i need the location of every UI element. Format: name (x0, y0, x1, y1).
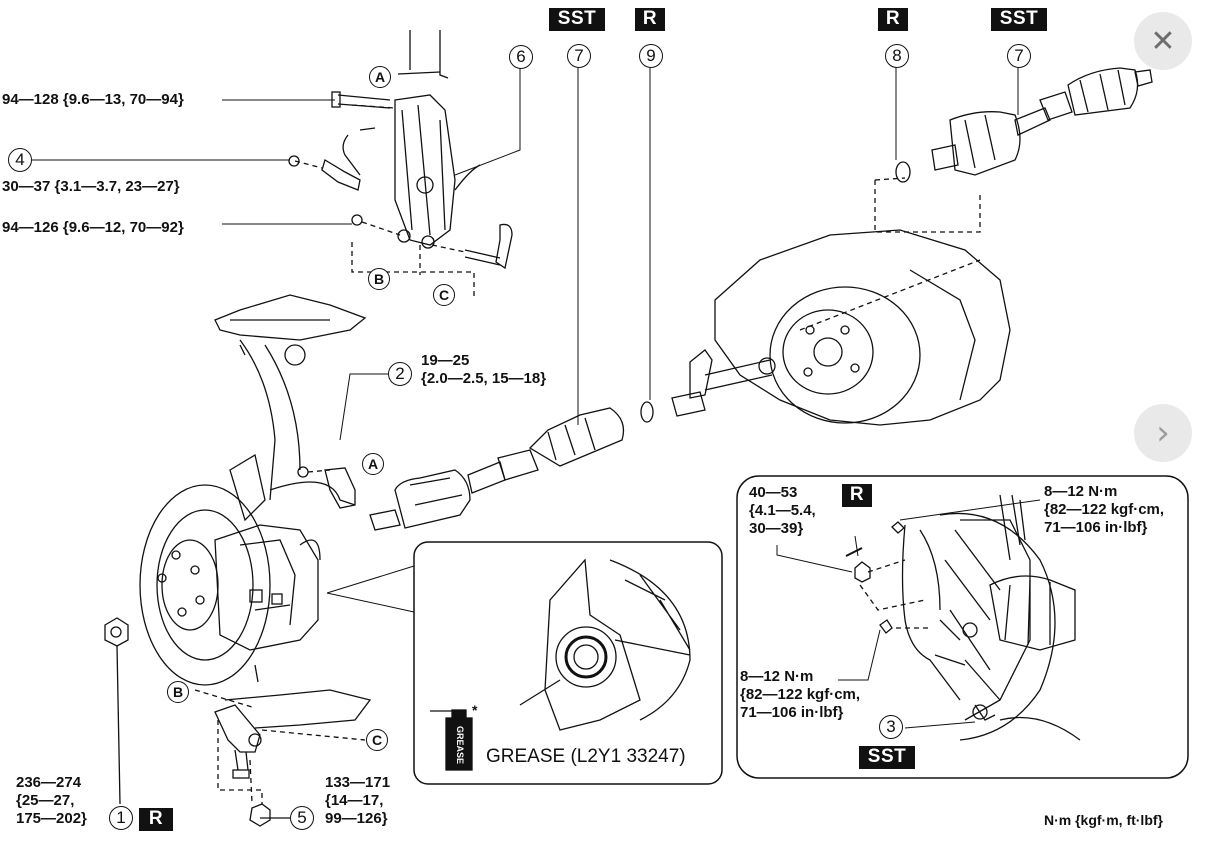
letter-a-lower: A (362, 453, 384, 475)
zoom-leader (326, 565, 415, 613)
grease-inset-art (430, 558, 691, 771)
r-tag-top-left: R (635, 8, 665, 31)
sst-tag-top-left: SST (549, 8, 605, 31)
close-button[interactable]: ✕ (1134, 12, 1192, 70)
callout-2: 2 (388, 362, 412, 386)
letter-c-upper: C (433, 284, 455, 306)
lower-arm-ball-joint (194, 689, 372, 827)
callout-3: 3 (879, 715, 903, 739)
callout-7-right: 7 (1007, 44, 1031, 68)
letter-b-lower: B (167, 681, 189, 703)
callout-1: 1 (109, 806, 133, 830)
torque-label-133-171: 133—171 {14—17, 99—126} (325, 774, 391, 827)
steering-knuckle (139, 294, 367, 686)
sst-tag-top-right: SST (991, 8, 1047, 31)
driveshaft-left (369, 407, 625, 531)
grease-asterisk: * (472, 702, 478, 718)
callout-6: 6 (509, 45, 533, 69)
units-label: N·m {kgf·m, ft·lbf} (1044, 812, 1163, 828)
r-tag-bottom: R (139, 808, 173, 831)
torque-label-8-12-lower: 8—12 N·m {82—122 kgf·cm, 71—106 in·lbf} (740, 668, 861, 721)
close-icon: ✕ (1150, 23, 1176, 59)
chevron-right-icon: › (1156, 413, 1170, 453)
stabilizer-link-bracket (288, 30, 513, 300)
clip-part (640, 401, 654, 423)
grease-label: GREASE (L2Y1 33247) (486, 746, 686, 767)
torque-label-8-12-upper: 8—12 N·m {82—122 kgf·cm, 71—106 in·lbf} (1044, 483, 1165, 536)
torque-label-236-274: 236—274 {25—27, 175—202} (16, 774, 87, 827)
next-button[interactable]: › (1134, 404, 1192, 462)
r-tag-top-right: R (878, 8, 908, 31)
sensor-inset-frame (736, 475, 1189, 779)
driveshaft-right (931, 67, 1153, 176)
hub-nut-part (104, 617, 129, 805)
leader-lines-upper (32, 68, 1019, 441)
torque-label-94-126: 94—126 {9.6—12, 70—92} (2, 219, 184, 236)
letter-c-lower: C (366, 729, 388, 751)
torque-label-19-25: 19—25 {2.0—2.5, 15—18} (421, 352, 547, 387)
callout-9: 9 (639, 44, 663, 68)
grease-inset-frame (413, 541, 723, 785)
sst-tag-inset: SST (859, 746, 915, 769)
intermediate-shaft (671, 349, 776, 417)
callout-8: 8 (885, 44, 909, 68)
grease-can-text: GREASE (455, 726, 465, 765)
letter-a-upper: A (369, 66, 391, 88)
callout-4: 4 (8, 148, 32, 172)
torque-label-94-128: 94—128 {9.6—13, 70—94} (2, 91, 184, 108)
clip-part-r (895, 161, 911, 183)
sensor-detail-art (776, 494, 1081, 741)
torque-label-40-53: 40—53 {4.1—5.4, 30—39} (749, 484, 816, 537)
callout-5: 5 (290, 806, 314, 830)
torque-label-30-37: 30—37 {3.1—3.7, 23—27} (2, 178, 180, 195)
callout-7-left: 7 (567, 44, 591, 68)
transaxle-housing (714, 177, 1011, 426)
r-tag-inset: R (842, 484, 872, 507)
letter-b-upper: B (368, 268, 390, 290)
